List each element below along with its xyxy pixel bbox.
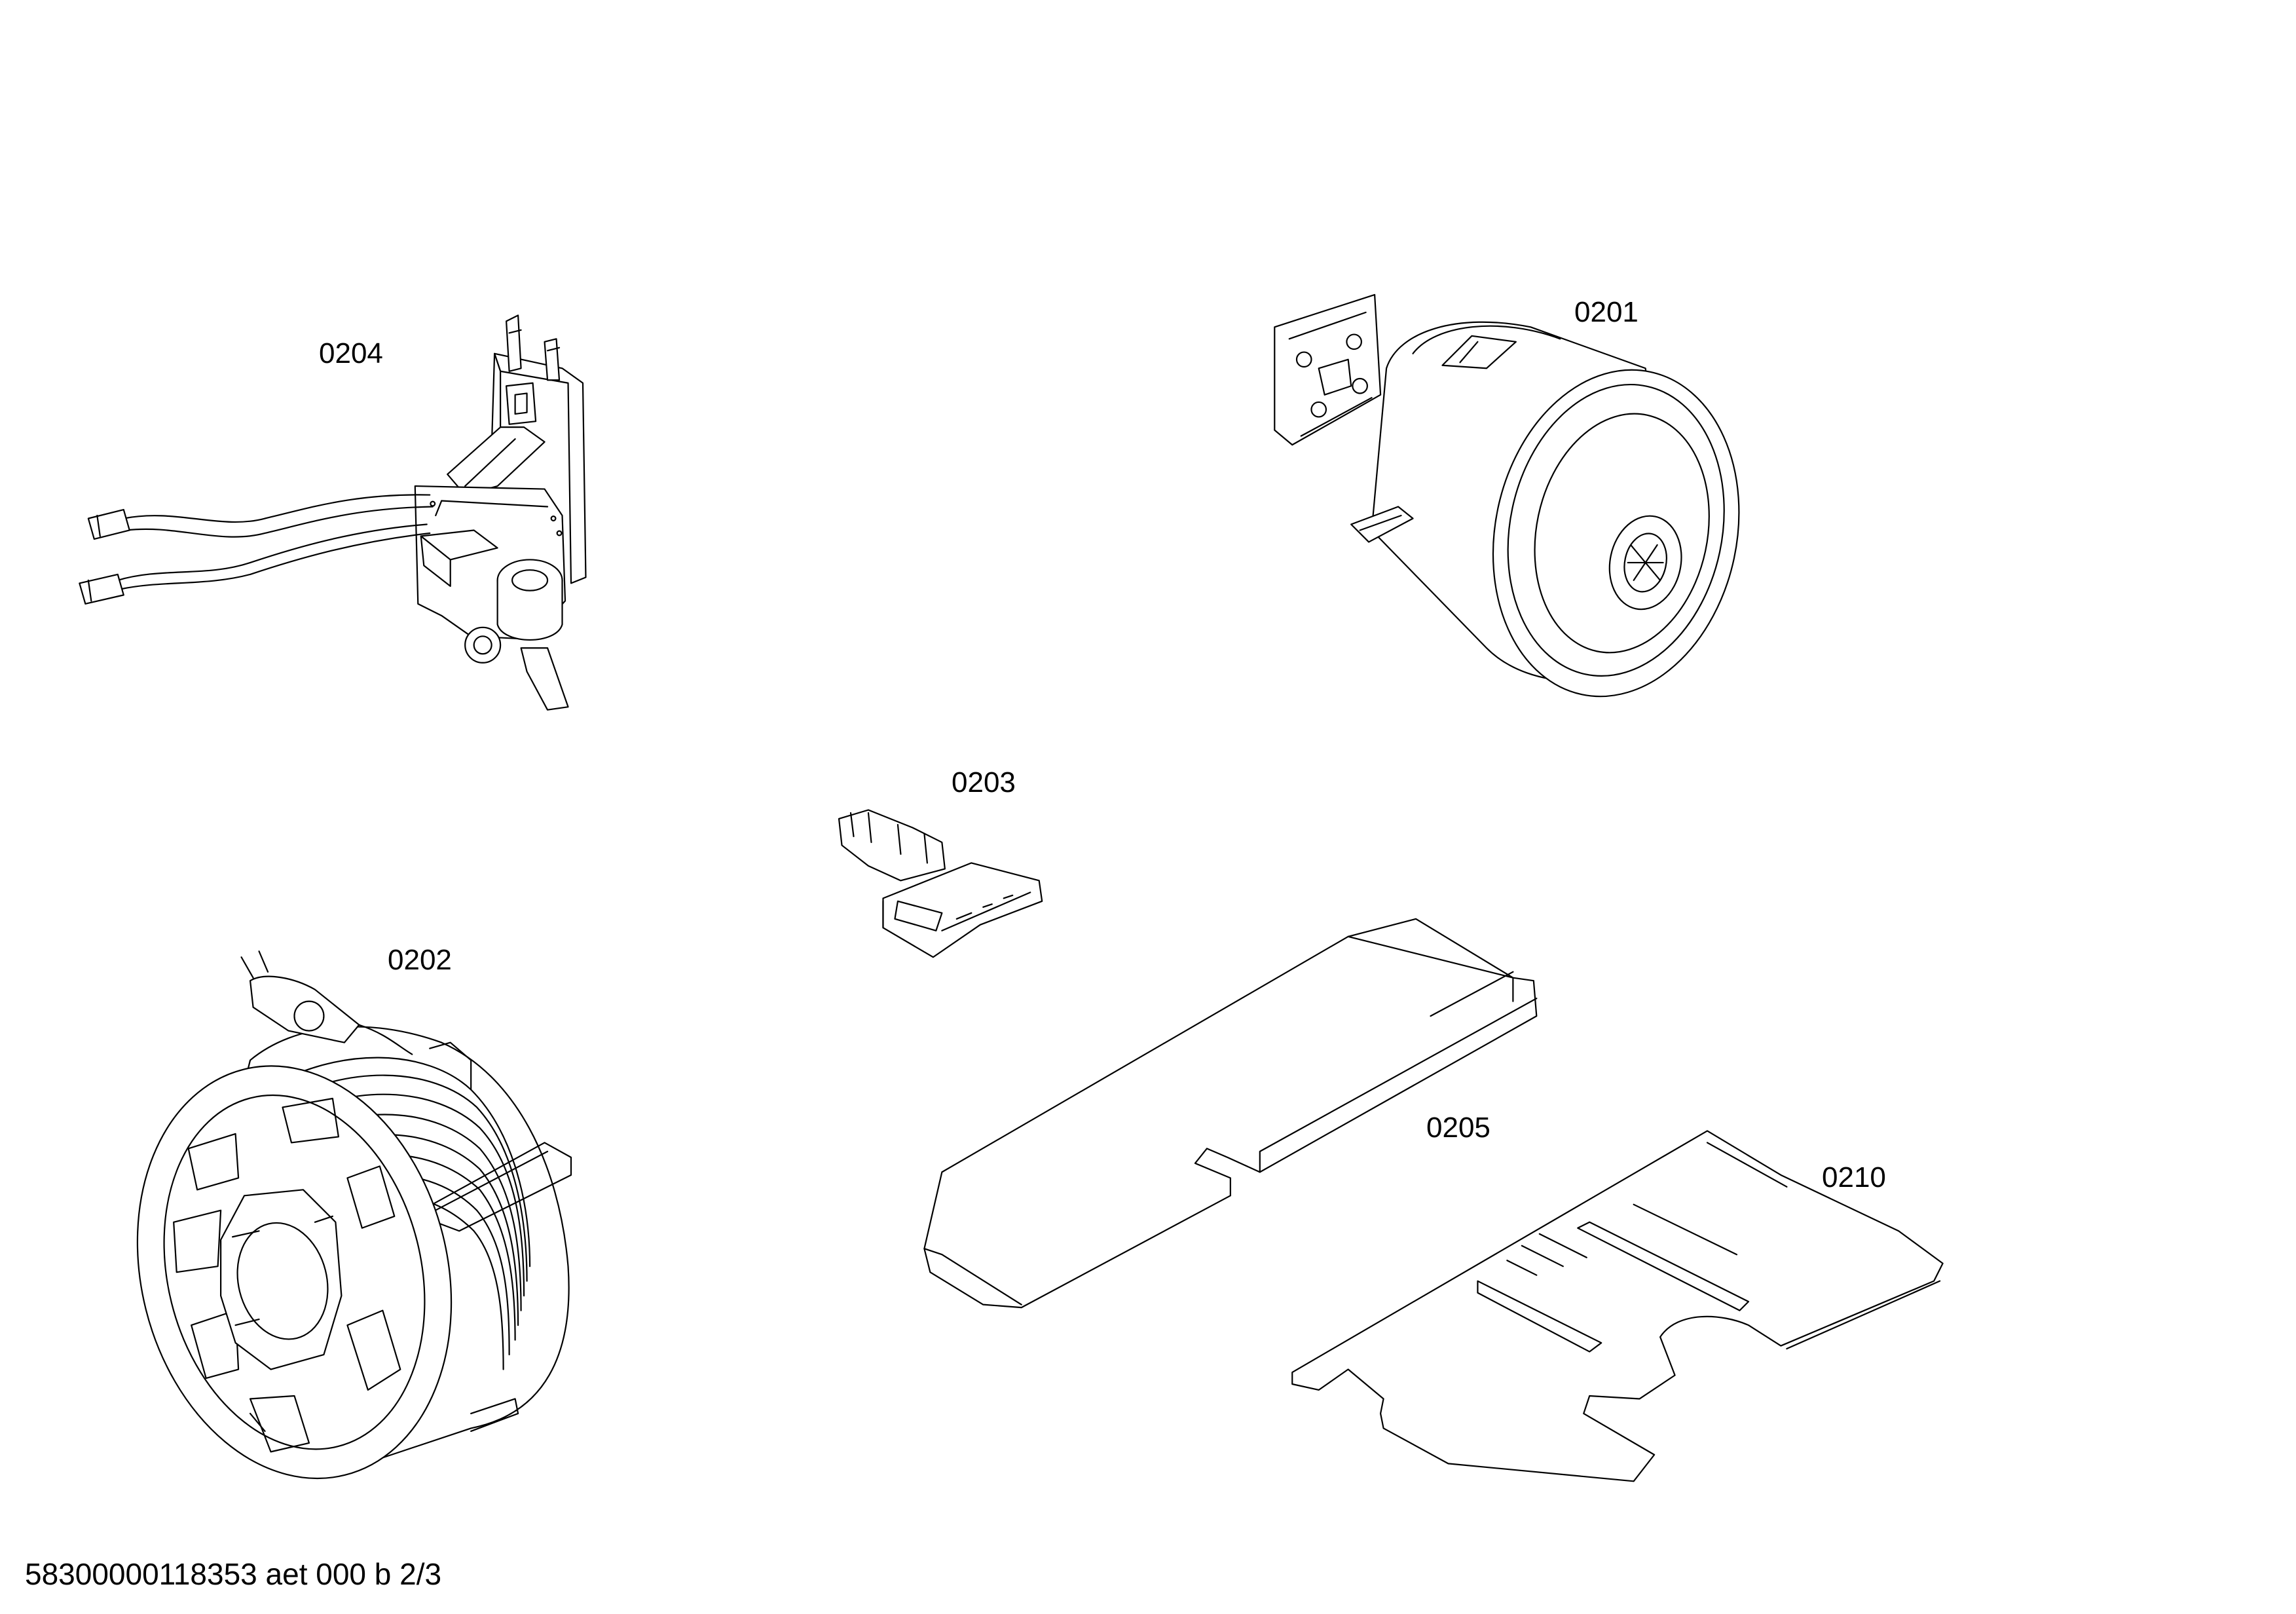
part-clip-drawing <box>839 810 1042 957</box>
part-label-0204: 0204 <box>319 337 383 369</box>
part-label-0202: 0202 <box>388 944 452 976</box>
part-small-pad-drawing <box>1292 1131 1942 1481</box>
part-motor-drawing <box>1274 295 1768 720</box>
part-circuit-board-drawing <box>79 315 585 709</box>
part-label-0210: 0210 <box>1822 1161 1886 1193</box>
part-label-0205: 0205 <box>1426 1112 1491 1144</box>
part-label-0203: 0203 <box>952 766 1016 798</box>
part-cable-reel-drawing <box>95 951 571 1512</box>
part-label-0201: 0201 <box>1574 296 1639 328</box>
part-large-pad-drawing <box>924 919 1536 1307</box>
document-footer-code: 58300000118353 aet 000 b 2/3 <box>25 1557 442 1591</box>
